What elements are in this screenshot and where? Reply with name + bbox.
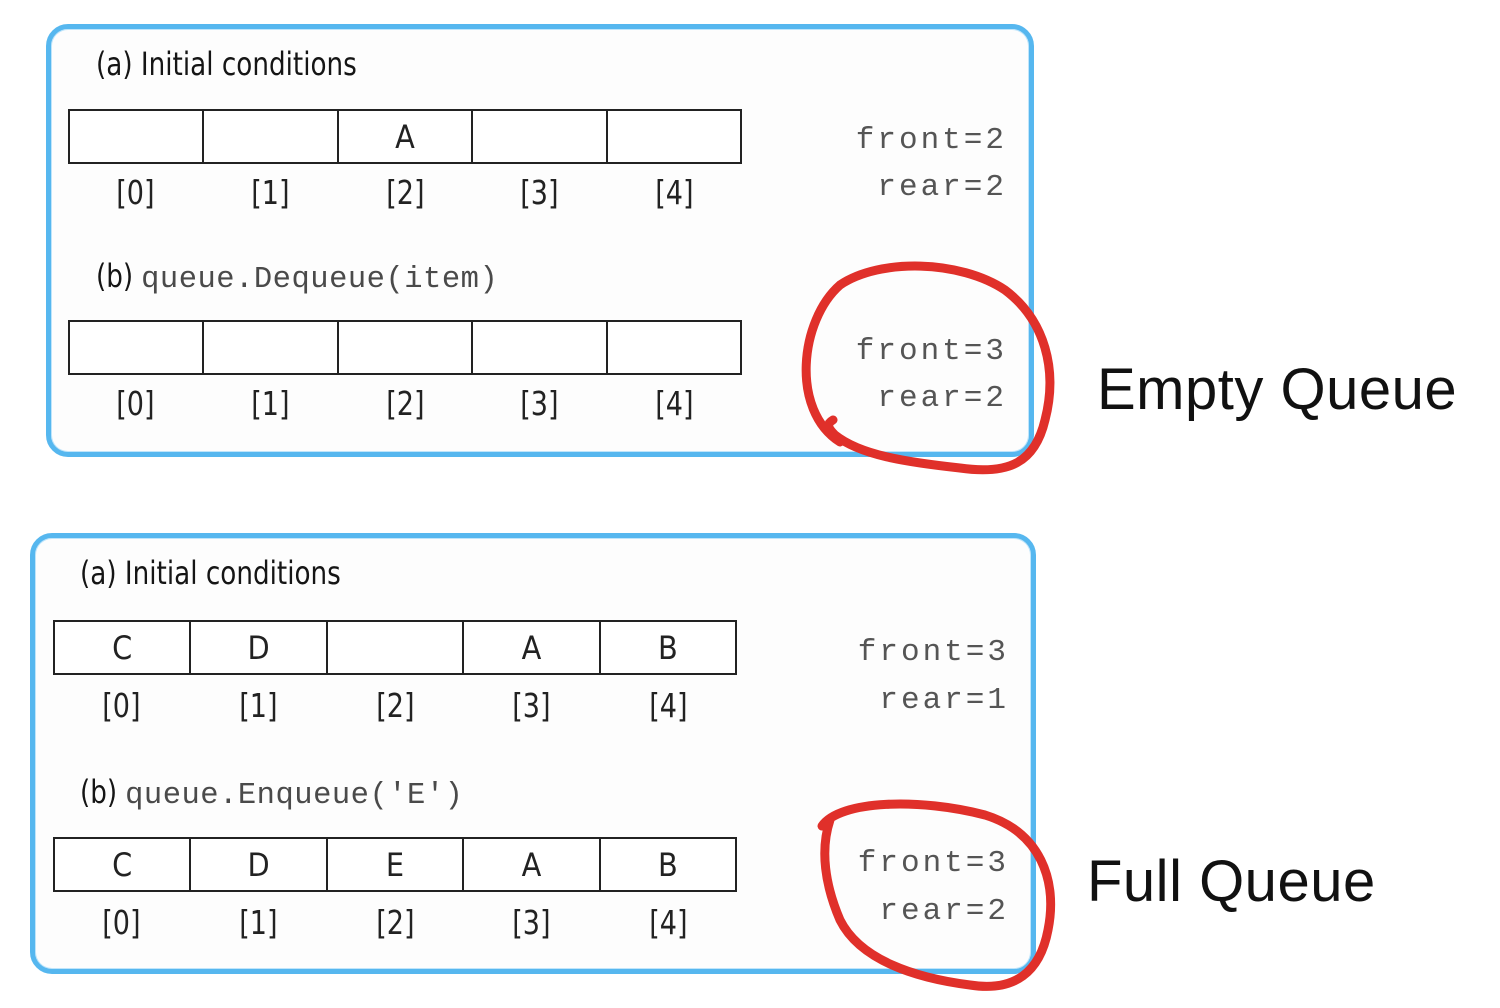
queue-cell-4 [608,111,740,162]
index-label-4: [4] [655,384,694,423]
index-label-0: [0] [102,903,141,942]
index-label-0: [0] [116,173,155,212]
caption-letter: (a) [96,45,133,83]
queue-cell-1: D [191,839,328,890]
index-row-initial: [0] [1] [2] [3] [4] [53,686,737,725]
queue-cell-4 [608,322,740,373]
front-value-initial: front=3 [857,635,1009,670]
front-value-initial: front=2 [855,123,1007,158]
rear-value-after: rear=2 [879,894,1009,929]
front-value-after: front=3 [855,334,1007,369]
index-label-1: [1] [239,686,278,725]
caption-text: Initial conditions [140,45,357,83]
rear-value-after: rear=2 [877,381,1007,416]
index-label-0: [0] [116,384,155,423]
index-label-0: [0] [102,686,141,725]
caption-initial-conditions: (a) Initial conditions [80,554,341,592]
index-label-3: [3] [512,903,551,942]
queue-array-initial: A [68,109,742,164]
queue-cell-4: B [657,628,678,667]
index-label-2: [2] [385,173,425,212]
queue-cell-2 [339,322,474,373]
queue-cell-2 [328,622,465,673]
index-label-1: [1] [251,173,290,212]
caption-initial-conditions: (a) Initial conditions [96,45,357,83]
index-label-3: [3] [520,173,559,212]
queue-cell-3 [473,322,608,373]
queue-cell-3: A [464,622,601,673]
full-queue-label: Full Queue [1087,849,1376,914]
queue-cell-4: B [657,845,678,884]
queue-cell-1: D [191,622,328,673]
queue-cell-3: A [464,839,601,890]
queue-array-initial: C D A B [53,620,737,675]
queue-cell-1 [204,111,339,162]
caption-operation: (b)queue.Enqueue('E') [80,773,463,813]
full-queue-panel: (a) Initial conditions C D A B [0] [1] [… [30,533,1036,974]
queue-cell-0 [70,111,205,162]
operation-code: queue.Enqueue('E') [125,778,464,813]
front-value-after: front=3 [857,846,1009,881]
caption-letter: (b) [80,773,118,811]
index-row-after: [0] [1] [2] [3] [4] [68,384,742,423]
operation-code: queue.Dequeue(item) [141,262,499,297]
queue-cell-2: A [339,111,474,162]
queue-cell-3 [473,111,608,162]
queue-cell-0: C [55,839,192,890]
index-label-4: [4] [649,903,688,942]
index-label-1: [1] [239,903,278,942]
index-label-4: [4] [655,173,694,212]
rear-value-initial: rear=1 [879,683,1009,718]
index-label-2: [2] [385,384,425,423]
index-row-after: [0] [1] [2] [3] [4] [53,903,737,942]
queue-cell-0: C [55,622,192,673]
rear-value-initial: rear=2 [877,170,1007,205]
index-label-1: [1] [251,384,290,423]
index-row-initial: [0] [1] [2] [3] [4] [68,173,742,212]
queue-cell-0 [70,322,205,373]
empty-queue-panel: (a) Initial conditions A [0] [1] [2] [3]… [46,24,1034,457]
caption-letter: (b) [96,257,134,295]
index-label-2: [2] [375,686,415,725]
queue-array-after: C D E A B [53,837,737,892]
index-label-2: [2] [375,903,415,942]
queue-cell-1 [204,322,339,373]
index-label-3: [3] [512,686,551,725]
index-label-4: [4] [649,686,688,725]
queue-array-after [68,320,742,375]
index-label-3: [3] [520,384,559,423]
empty-queue-label: Empty Queue [1097,357,1458,422]
queue-cell-2: E [328,839,465,890]
caption-text: Initial conditions [124,554,341,592]
caption-letter: (a) [80,554,117,592]
caption-operation: (b)queue.Dequeue(item) [96,257,498,297]
